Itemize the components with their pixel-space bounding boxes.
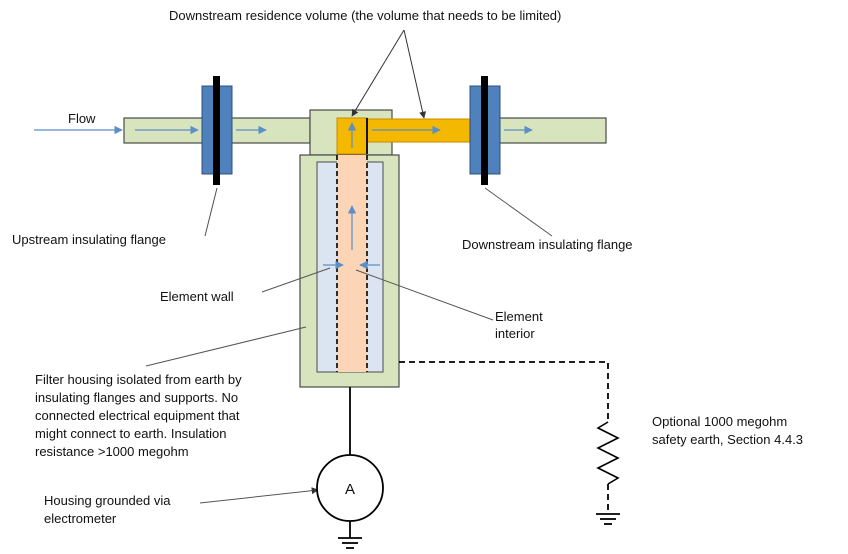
grounded-label-line2: electrometer — [44, 511, 117, 526]
leader-upstream-flange — [204, 187, 218, 237]
safety-earth-ground-icon — [596, 513, 620, 525]
upstream-flange-label: Upstream insulating flange — [12, 232, 166, 247]
housing-note-line1: Filter housing isolated from earth by — [35, 372, 242, 387]
leader-element-interior — [355, 269, 494, 321]
leader-residence-outlet — [403, 29, 427, 119]
leader-element-wall — [261, 267, 331, 293]
element-interior-label-line1: Element — [495, 309, 543, 324]
safety-earth-label-line2: safety earth, Section 4.4.3 — [652, 432, 803, 447]
leader-housing-note — [145, 326, 307, 367]
downstream-flange-label: Downstream insulating flange — [462, 237, 633, 252]
element-wall-label: Element wall — [160, 289, 234, 304]
element-interior-region — [337, 155, 367, 372]
zigzag-resistor-icon — [596, 421, 620, 485]
housing-note-line3: connected electrical equipment that — [35, 408, 240, 423]
grounded-label-line1: Housing grounded via — [44, 493, 171, 508]
leader-residence-core — [351, 29, 405, 117]
earth-ground-icon — [338, 537, 362, 549]
residence-volume-label: Downstream residence volume (the volume … — [169, 8, 561, 23]
leader-grounded — [199, 487, 319, 504]
meter-symbol: A — [345, 481, 355, 498]
element-interior-label-line2: interior — [495, 326, 535, 341]
safety-earth-dashed-wire — [399, 361, 609, 422]
leader-downstream-flange — [484, 187, 553, 237]
safety-earth-label-line1: Optional 1000 megohm — [652, 414, 787, 429]
housing-note-line4: might connect to earth. Insulation — [35, 426, 227, 441]
housing-note-line2: insulating flanges and supports. No — [35, 390, 238, 405]
downstream-insulating-flange — [469, 76, 501, 185]
upstream-insulating-flange — [201, 76, 233, 185]
housing-note-line5: resistance >1000 megohm — [35, 444, 189, 459]
flow-label: Flow — [68, 111, 96, 126]
